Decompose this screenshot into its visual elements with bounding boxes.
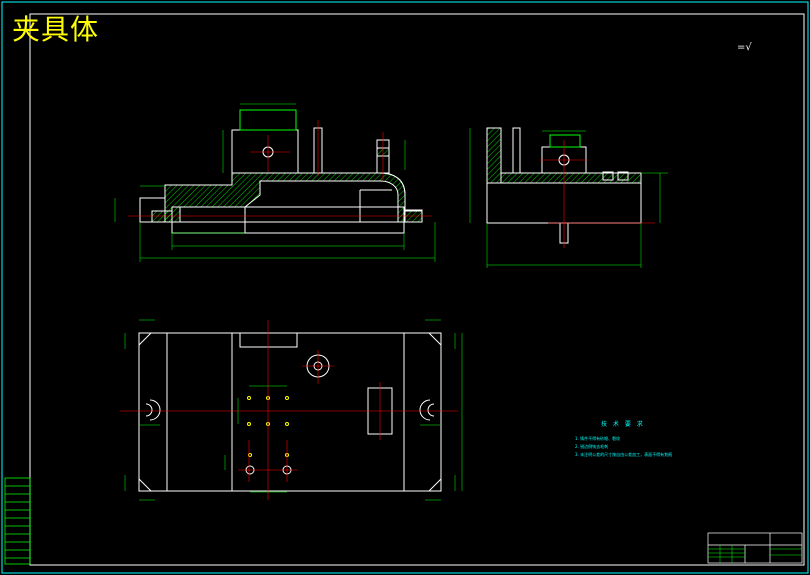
- side-view: [469, 127, 668, 268]
- tech-requirement-line: 3. 未注明公差的尺寸按自由公差加工，表面不得有划痕: [575, 452, 673, 457]
- inner-frame: [29, 13, 805, 566]
- tech-requirement-line: 2. 锐边倒钝去毛刺: [575, 444, 609, 449]
- top-view: [120, 319, 463, 501]
- side-stamp-table: [4, 477, 31, 565]
- roughness-symbol: =√: [737, 42, 752, 53]
- title-block: [707, 532, 803, 564]
- drawing-title: 夹具体: [12, 13, 100, 46]
- front-view: [114, 103, 436, 262]
- tech-requirements-title: 技 术 要 求: [601, 421, 645, 428]
- tech-requirement-line: 1. 铸件不得有砂眼、裂纹: [575, 436, 621, 441]
